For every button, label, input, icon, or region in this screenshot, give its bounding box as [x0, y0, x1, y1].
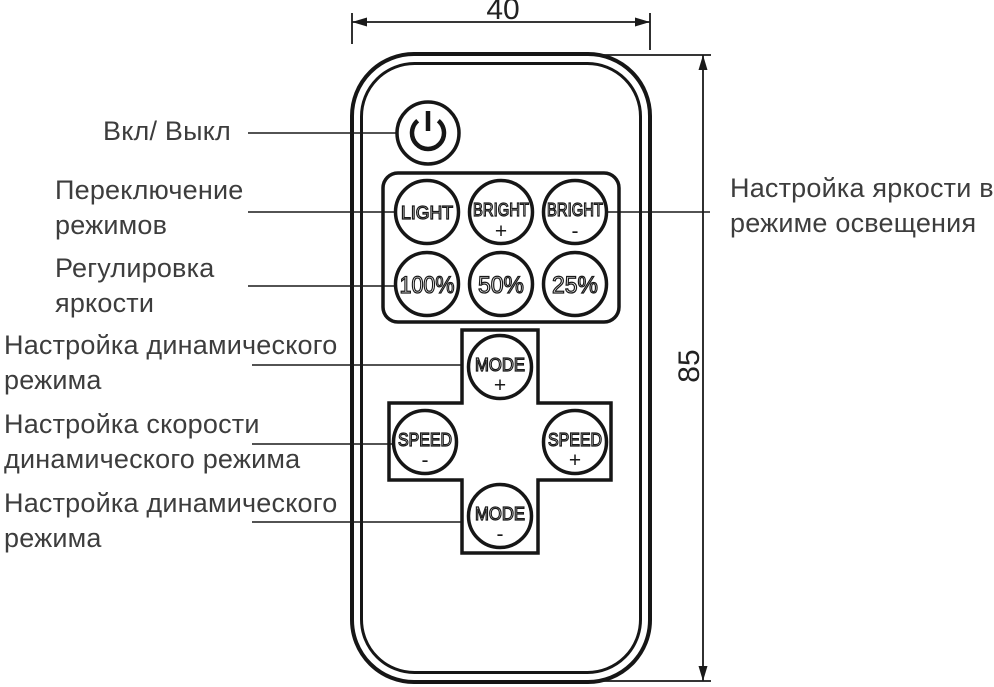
brightness-25-button[interactable]: 25% — [541, 250, 609, 318]
mode-plus-sign: + — [494, 374, 506, 397]
power-button[interactable] — [395, 100, 461, 166]
callout-dynamic-speed-line2: динамического режима — [4, 444, 301, 474]
dimension-width: 40 — [351, 0, 651, 50]
callout-dynamic-mode-bottom-line2: режима — [4, 523, 102, 553]
bright-minus-circle — [541, 178, 609, 246]
power-icon-arc — [409, 118, 447, 152]
brightness-50-circle — [467, 250, 535, 318]
bright-minus-label: BRIGHT — [547, 200, 603, 220]
dimension-height: 85 — [596, 54, 711, 682]
speed-plus-button[interactable]: SPEED + — [541, 408, 609, 476]
bright-minus-button[interactable]: BRIGHT - — [541, 178, 609, 246]
brightness-50-label: 50% — [478, 272, 524, 299]
remote-body — [350, 52, 652, 684]
brightness-100-circle — [393, 250, 461, 318]
callout-dynamic-mode-top-line2: режима — [4, 365, 102, 395]
callout-mode-switch-line1: Переключение — [55, 175, 244, 205]
callout-brightness-lighting-line1: Настройка яркости в — [730, 173, 994, 203]
height-dimension-value: 85 — [673, 349, 706, 382]
mode-minus-label: MODE — [475, 504, 525, 524]
remote-outline-outer — [350, 52, 652, 684]
bright-plus-button[interactable]: BRIGHT + — [467, 178, 535, 246]
callout-dynamic-mode-top-line1: Настройка динамического — [4, 330, 338, 360]
dpad-outline — [387, 328, 613, 555]
power-icon — [409, 111, 447, 152]
brightness-50-button[interactable]: 50% — [467, 250, 535, 318]
callout-power: Вкл/ Выкл — [103, 114, 231, 149]
callout-brightness-adjust-line2: яркости — [55, 288, 155, 318]
speed-minus-sign: - — [422, 449, 429, 472]
arrow-up-icon — [698, 55, 708, 70]
bright-plus-circle — [467, 178, 535, 246]
mode-minus-sign: - — [497, 523, 504, 546]
speed-minus-circle — [391, 408, 459, 476]
callout-power-line1: Вкл/ Выкл — [103, 116, 231, 146]
callout-mode-switch: Переключение режимов — [55, 173, 243, 243]
callout-dynamic-speed-line1: Настройка скорости — [4, 409, 260, 439]
callout-brightness-adjust: Регулировка яркости — [55, 251, 214, 321]
speed-minus-label: SPEED — [398, 430, 452, 450]
dpad: MODE + SPEED - SPEED + MODE - — [387, 328, 613, 555]
bright-minus-sign: - — [572, 220, 579, 243]
speed-plus-label: SPEED — [548, 430, 602, 450]
callout-brightness-adjust-line1: Регулировка — [55, 253, 215, 283]
width-dimension-value: 40 — [486, 0, 519, 26]
light-button[interactable]: LIGHT — [393, 178, 461, 246]
button-panel-outline — [381, 171, 621, 324]
power-button-circle — [395, 100, 461, 166]
brightness-25-circle — [541, 250, 609, 318]
light-button-label: LIGHT — [401, 203, 453, 223]
callout-brightness-lighting-line2: режиме освещения — [730, 208, 977, 238]
mode-plus-button[interactable]: MODE + — [466, 333, 534, 401]
speed-minus-button[interactable]: SPEED - — [391, 408, 459, 476]
brightness-25-label: 25% — [552, 272, 598, 299]
bright-plus-label: BRIGHT — [473, 200, 529, 220]
arrow-right-icon — [635, 17, 650, 27]
brightness-100-label: 100% — [400, 272, 455, 299]
mode-plus-label: MODE — [475, 355, 525, 375]
speed-plus-sign: + — [569, 449, 581, 472]
callout-mode-switch-line2: режимов — [55, 210, 168, 240]
mode-minus-circle — [466, 482, 534, 550]
leader-lines — [248, 132, 710, 523]
speed-plus-circle — [541, 408, 609, 476]
remote-outline-inner — [360, 62, 642, 674]
light-button-circle — [393, 178, 461, 246]
callout-dynamic-speed: Настройка скорости динамического режима — [4, 407, 300, 477]
callout-brightness-lighting: Настройка яркости в режиме освещения — [730, 171, 994, 241]
callout-dynamic-mode-bottom: Настройка динамического режима — [4, 486, 337, 556]
arrow-left-icon — [352, 17, 367, 27]
brightness-100-button[interactable]: 100% — [393, 250, 461, 318]
bright-plus-sign: + — [495, 220, 507, 243]
callout-dynamic-mode-bottom-line1: Настройка динамического — [4, 488, 338, 518]
button-panel: LIGHT BRIGHT + BRIGHT - 100% 50% — [381, 171, 621, 324]
arrow-down-icon — [698, 666, 708, 681]
callout-dynamic-mode-top: Настройка динамического режима — [4, 328, 337, 398]
mode-minus-button[interactable]: MODE - — [466, 482, 534, 550]
mode-plus-circle — [466, 333, 534, 401]
